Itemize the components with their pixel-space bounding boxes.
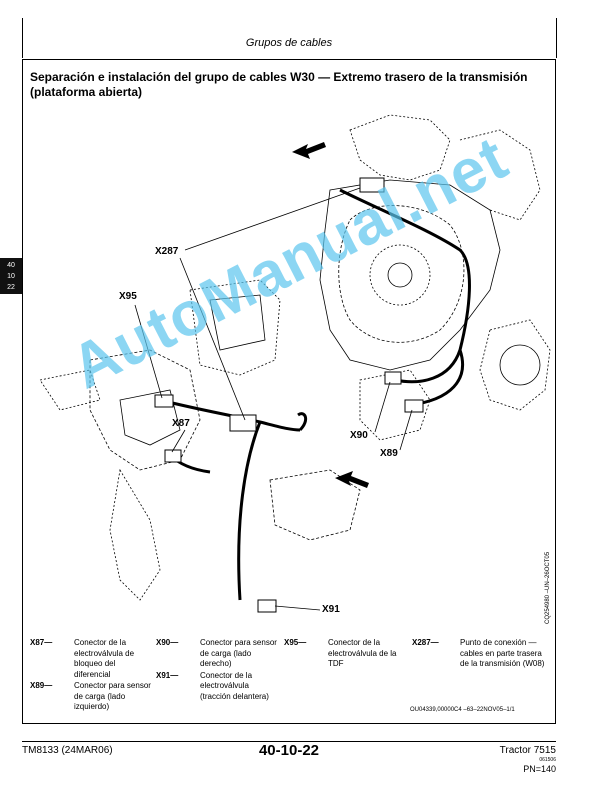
figure-id: CQ254980 –UN–26OCT05 (545, 551, 551, 624)
callout-x87: X87 (172, 418, 190, 429)
forward-arrow-lower-icon (335, 471, 369, 488)
footer-rule (22, 741, 556, 742)
page-header-title: Grupos de cables (245, 37, 333, 49)
connector-x91 (257, 599, 277, 613)
side-tab-line-3: 22 (7, 284, 15, 291)
legend-desc: Conector de la electroválvula (tracción … (200, 670, 269, 701)
legend-code: X91— (156, 670, 179, 680)
section-side-tab: 40 10 22 (0, 258, 22, 294)
header-rule-left (22, 18, 23, 58)
legend-desc: Conector de la electroválvula de la TDF (328, 638, 397, 668)
footer-manual-id: TM8133 (24MAR06) (22, 745, 113, 756)
connector-x87 (164, 449, 182, 463)
legend-item-x91: X91— Conector de la electroválvula (trac… (156, 671, 280, 703)
legend-code: X89— (30, 681, 53, 690)
harness-cable (159, 188, 471, 601)
callout-x89: X89 (380, 448, 398, 459)
direction-arrows (292, 142, 369, 488)
callout-x91: X91 (322, 604, 340, 615)
legend-code: X90— (156, 638, 179, 647)
document-reference: OU04339,00000C4 –63–22NOV05–1/1 (410, 707, 515, 713)
leader-lines (134, 187, 413, 611)
connector-x287 (359, 177, 385, 193)
section-title: Separación e instalación del grupo de ca… (30, 70, 528, 99)
callout-x287: X287 (155, 246, 179, 257)
legend-item-x87: X87— Conector de la electroválvula de bl… (30, 638, 154, 680)
connector-block-center (229, 414, 257, 432)
footer-date: 061506 (539, 757, 556, 763)
connector-x95 (154, 394, 174, 408)
header-rule-right (556, 18, 557, 58)
callout-x95: X95 (119, 291, 137, 302)
legend-item-x287: X287— Punto de conexión — cables en part… (412, 638, 550, 670)
legend-desc: Conector de la electroválvula de bloqueo… (74, 638, 135, 679)
legend-item-x95: X95— Conector de la electroválvula de la… (284, 638, 408, 670)
legend-column-3: X95— Conector de la electroválvula de la… (284, 638, 408, 671)
legend-column-2: X90— Conector para sensor de carga (lado… (156, 638, 280, 703)
legend-column-1: X87— Conector de la electroválvula de bl… (30, 638, 154, 714)
footer-page-number: 40-10-22 (258, 742, 320, 759)
legend-column-4: X287— Punto de conexión — cables en part… (412, 638, 550, 671)
forward-arrow-icon (292, 142, 326, 159)
legend-item-x90: X90— Conector para sensor de carga (lado… (156, 638, 280, 670)
side-tab-line-2: 10 (7, 273, 15, 280)
legend-desc: Punto de conexión — cables en parte tras… (460, 638, 545, 668)
content-frame (22, 59, 556, 724)
connector-x89 (404, 399, 424, 413)
connector-x90 (384, 371, 402, 385)
footer-pn: PN=140 (523, 764, 556, 774)
legend-desc: Conector para sensor de carga (lado izqu… (74, 681, 151, 711)
side-tab-line-1: 40 (7, 262, 15, 269)
callout-x90: X90 (350, 430, 368, 441)
legend-code: X95— (284, 638, 307, 647)
legend-desc: Conector para sensor de carga (lado dere… (200, 638, 277, 668)
harness-connectors (154, 177, 424, 613)
legend-item-x89: X89— Conector para sensor de carga (lado… (30, 681, 154, 713)
footer-model: Tractor 7515 (499, 745, 556, 756)
wiring-harness-illustration (39, 114, 551, 613)
legend-code: X87— (30, 638, 53, 647)
legend-code: X287— (412, 638, 439, 647)
